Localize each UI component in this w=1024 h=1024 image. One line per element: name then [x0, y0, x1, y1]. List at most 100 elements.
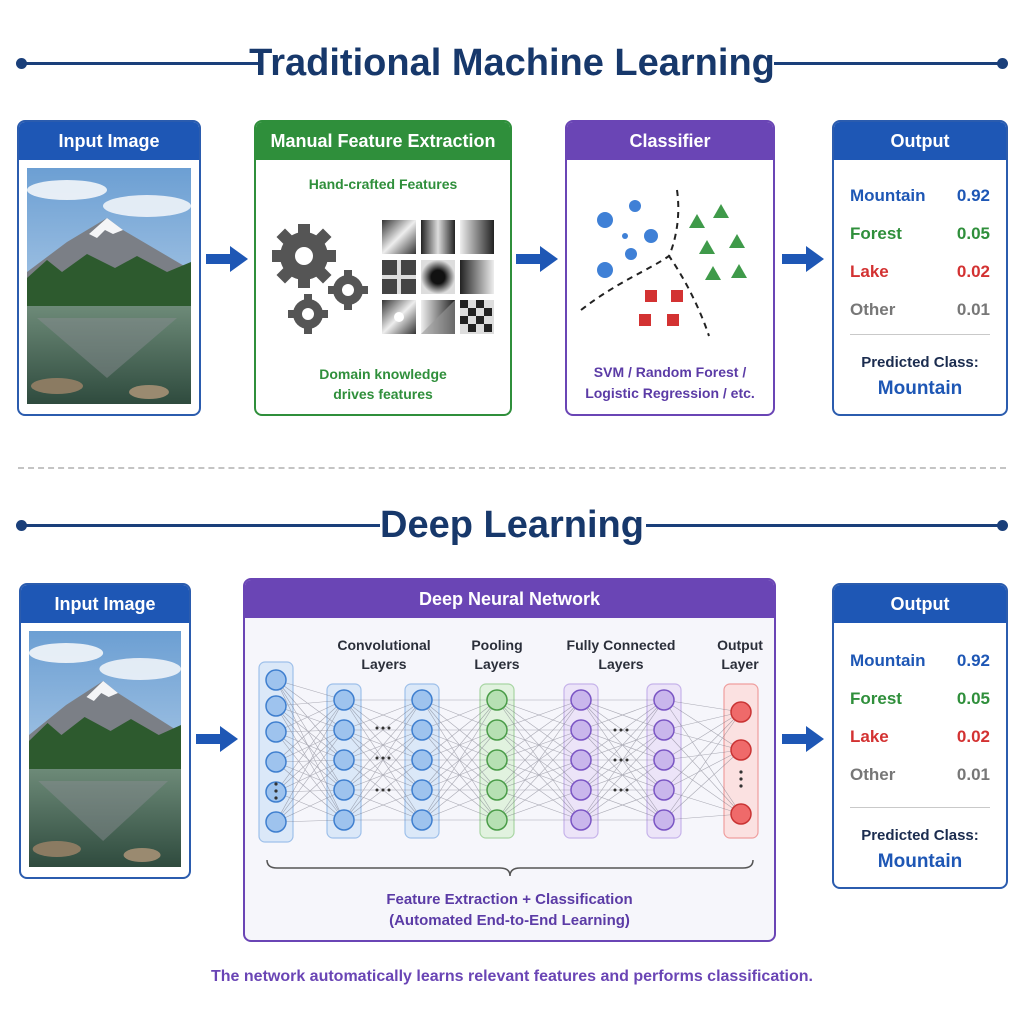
nn-edge [343, 699, 423, 731]
nn-ellipsis-dot [274, 782, 278, 786]
feature-extraction-header: Manual Feature Extraction [256, 122, 510, 160]
nn-neuron [265, 669, 287, 691]
nn-edge [275, 705, 345, 731]
layer-label-fc-1: Fully Connected [566, 637, 676, 653]
output-label: Forest [850, 224, 902, 243]
nn-edge [421, 699, 498, 761]
deep-input-header: Input Image [21, 585, 189, 623]
nn-layer-box [723, 683, 759, 839]
feature-extraction-card: Manual Feature Extraction Hand-crafted F… [254, 120, 512, 416]
nn-edge [580, 789, 665, 821]
output-value: 0.02 [956, 727, 990, 746]
arrow-right-icon [782, 726, 824, 752]
nn-ellipsis-dot [739, 784, 743, 788]
output-label: Mountain [850, 186, 926, 205]
nn-ellipsis-dot [625, 728, 629, 732]
output-label: Other [850, 300, 896, 319]
nn-neuron [570, 809, 592, 831]
classifier-note-line-2: Logistic Regression / etc. [585, 385, 755, 401]
output-value: 0.02 [956, 262, 990, 281]
nn-edge [343, 699, 423, 821]
nn-ellipsis-dot [387, 756, 391, 760]
nn-neuron [653, 779, 675, 801]
nn-edge [663, 729, 742, 751]
nn-ellipsis-dot [381, 726, 385, 730]
title-line-left [22, 524, 380, 527]
nn-edge [580, 699, 665, 731]
predicted-class-value: Mountain [877, 378, 963, 399]
nn-edge [275, 679, 345, 761]
deep-network-header: Deep Neural Network [245, 580, 774, 618]
layer-label-out-2: Layer [721, 656, 759, 672]
nn-neuron [486, 689, 508, 711]
nn-edge [275, 789, 345, 823]
traditional-input-header: Input Image [19, 122, 199, 160]
deep-network-card: Deep Neural Network Convolutional Layers… [243, 578, 776, 942]
traditional-input-card: Input Image [17, 120, 201, 416]
title-line-right [646, 524, 1002, 527]
layer-label-conv-2: Layers [361, 656, 407, 672]
nn-edge [663, 711, 742, 791]
nn-neuron [265, 695, 287, 717]
nn-neuron [333, 809, 355, 831]
title-dot-left [16, 58, 27, 69]
nn-edge [663, 699, 742, 815]
nn-ellipsis-dot [375, 726, 379, 730]
nn-neuron [653, 809, 675, 831]
nn-ellipsis-dot [739, 770, 743, 774]
section-separator [18, 467, 1006, 469]
nn-edge [663, 699, 742, 713]
nn-ellipsis-dot [387, 788, 391, 792]
nn-edge [663, 749, 742, 761]
output-value: 0.01 [956, 300, 990, 319]
predicted-class-label: Predicted Class: [861, 827, 979, 844]
nn-neuron [570, 779, 592, 801]
nn-ellipsis-dot [613, 728, 617, 732]
nn-neuron [570, 749, 592, 771]
feature-note-line-2: drives features [333, 386, 433, 402]
arrow-right-icon [196, 726, 238, 752]
output-label: Lake [850, 727, 889, 746]
title-line-left [22, 62, 262, 65]
nn-edge [343, 699, 423, 761]
output-value: 0.05 [956, 224, 990, 243]
nn-edge [275, 705, 345, 791]
nn-edge [275, 699, 345, 733]
nn-neuron [333, 749, 355, 771]
output-label: Forest [850, 689, 902, 708]
network-brace [266, 859, 754, 877]
nn-neuron [411, 749, 433, 771]
nn-edge [580, 699, 665, 791]
classifier-scatter [580, 189, 747, 337]
nn-edge [496, 699, 582, 821]
nn-ellipsis-dot [381, 788, 385, 792]
nn-edge [496, 789, 582, 821]
title-line-right [774, 62, 1002, 65]
classifier-header: Classifier [567, 122, 773, 160]
nn-ellipsis-dot [274, 789, 278, 793]
neural-network-diagram [258, 661, 759, 843]
network-note-line-2: (Automated End-to-End Learning) [389, 912, 630, 929]
nn-neuron [730, 739, 752, 761]
title-dot-left [16, 520, 27, 531]
nn-edge [663, 813, 742, 821]
nn-edge [275, 679, 345, 731]
nn-neuron [333, 689, 355, 711]
nn-edge [275, 679, 345, 791]
output-value: 0.05 [956, 689, 990, 708]
nn-edge [421, 759, 498, 821]
output-label: Lake [850, 262, 889, 281]
deep-input-card: Input Image [19, 583, 191, 879]
output-value: 0.01 [956, 765, 990, 784]
arrow-right-icon [206, 246, 248, 272]
nn-edge [275, 705, 345, 761]
layer-label-conv-1: Convolutional [337, 637, 431, 653]
nn-edge [663, 789, 742, 815]
nn-ellipsis-dot [375, 756, 379, 760]
nn-edge [496, 699, 582, 731]
feature-note-line-1: Domain knowledge [319, 366, 447, 382]
deep-output-card: Output Mountain 0.92 Forest 0.05 Lake 0.… [832, 583, 1008, 889]
nn-neuron [486, 779, 508, 801]
nn-edge [343, 699, 423, 791]
nn-edge [275, 729, 345, 823]
